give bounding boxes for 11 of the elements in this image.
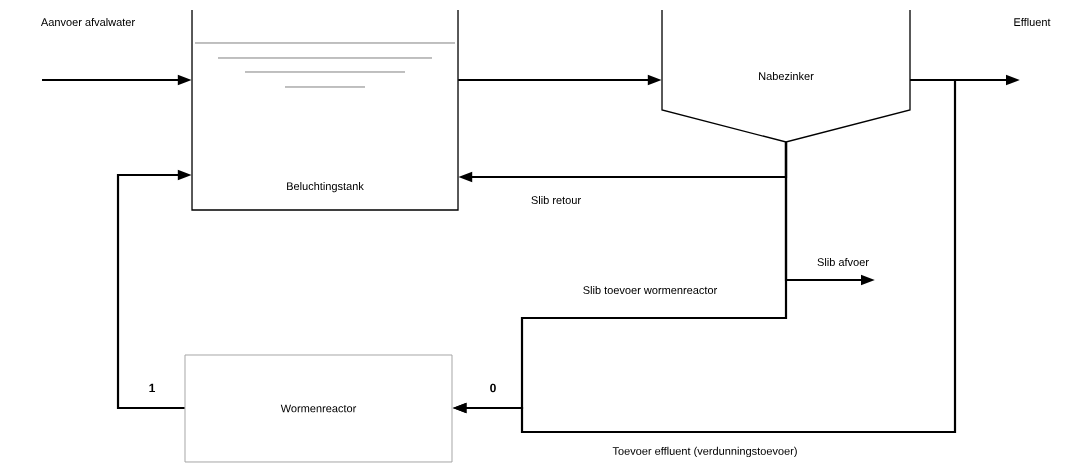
reactor-box: Wormenreactor — [184, 354, 453, 463]
edge-label: Slib afvoer — [816, 256, 870, 268]
edge-label: Toevoer effluent (verdunningstoevoer) — [611, 445, 799, 459]
edge-label: Slib retour — [529, 194, 583, 206]
edge-label: Effluent — [1012, 16, 1052, 28]
settling-tank-drawing: Nabezinker — [661, 9, 911, 143]
edge-label: Aanvoer afvalwater — [39, 16, 137, 28]
port-number: 1 — [149, 383, 155, 393]
edge-label: Slib toevoer wormenreactor — [581, 284, 719, 295]
tank-drawing: Beluchtingstank — [191, 9, 459, 211]
port-number: 0 — [490, 383, 496, 393]
